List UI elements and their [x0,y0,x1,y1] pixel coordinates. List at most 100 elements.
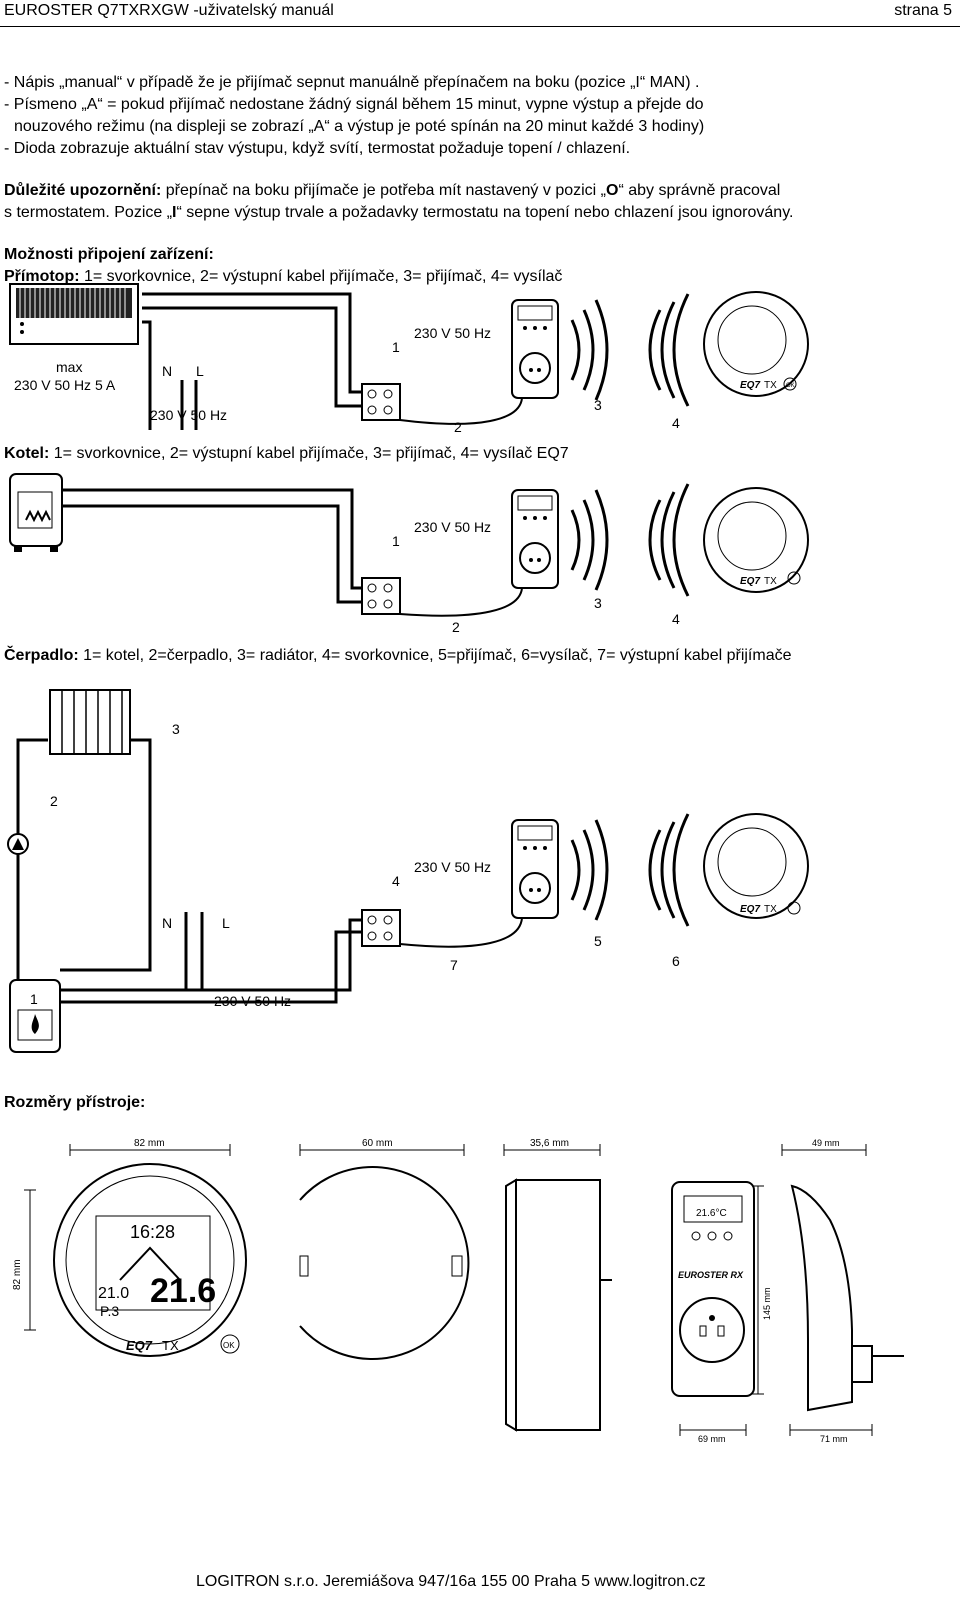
signal-waves [570,483,690,597]
heater-rating-label: 230 V 50 Hz 5 A [14,377,116,393]
boiler-icon [9,979,61,1053]
wiring [142,292,362,430]
signal-waves [570,293,690,407]
callout-2: 2 [50,793,58,809]
warning-line-1: Důležité upozornění: přepínač na boku př… [4,180,780,202]
wiring [60,912,362,1004]
callout-6: 6 [672,953,680,969]
receiver-front-icon [671,1181,764,1436]
warning-label: Důležité upozornění: [4,182,162,199]
transmitter-brand: EQ7 [740,576,760,587]
callout-3: 3 [594,397,602,413]
dim-82-width: 82 mm [134,1138,165,1149]
cerpadlo-caption: Čerpadlo: 1= kotel, 2=čerpadlo, 3= radiá… [4,645,792,667]
receiver-display: 21.6°C [696,1208,727,1219]
dim-82-height: 82 mm [12,1259,23,1290]
receiver-voltage-label: 230 V 50 Hz [414,859,491,875]
intro-line-2: - Písmeno „A“ = pokud přijímač nedostane… [4,96,704,113]
terminal-block-icon [361,383,401,421]
callout-3: 3 [172,721,180,737]
intro-line-1: - Nápis „manual“ v případě že je přijíma… [4,74,700,91]
dimensions-heading: Rozměry přístroje: [4,1094,146,1111]
diagram-kotel: 230 V 50 Hz 1 2 3 4 EQ7 TX [9,473,809,635]
receiver-voltage-label: 230 V 50 Hz [414,325,491,341]
lcd-time: 16:28 [130,1222,175,1242]
lcd-temperature: 21.6 [150,1272,216,1310]
receiver-icon [511,489,559,589]
receiver-cable [399,587,523,617]
dim-49: 49 mm [812,1138,840,1148]
transmitter-brand: EQ7 [740,904,760,915]
dim-71: 71 mm [820,1434,848,1444]
warning-line-2: s termostatem. Pozice „I“ sepne výstup t… [4,202,793,224]
thermostat-front-icon [24,1144,247,1357]
connections-heading: Možnosti připojení zařízení: [4,246,214,263]
header-rule [0,26,960,27]
primotop-label: Přímotop: [4,268,80,285]
mains-label: 230 V 50 Hz [214,993,291,1009]
position-i: I [172,204,177,221]
receiver-icon [511,819,559,919]
diagram-primotop: max 230 V 50 Hz 5 A N L 230 V 50 Hz 230 … [9,283,809,435]
wiring [62,488,362,604]
page-number: strana 5 [894,2,952,19]
l-label: L [196,363,204,379]
dimension-drawings: 82 mm 82 mm 16:28 21.6 21.0 P.3 EQ7 TX O… [12,1138,904,1444]
callout-4: 4 [392,873,400,889]
boiler-icon [9,473,63,552]
kotel-caption: Kotel: 1= svorkovnice, 2= výstupní kabel… [4,443,569,465]
kotel-text: 1= svorkovnice, 2= výstupní kabel přijím… [49,445,569,462]
thermostat-tx: TX [162,1338,179,1353]
position-o: O [606,182,619,199]
lcd-setpoint: 21.0 [98,1285,129,1302]
kotel-label: Kotel: [4,445,50,462]
callout-4: 4 [672,415,680,431]
terminal-block-icon [361,577,401,615]
transmitter-icon [703,813,809,919]
primotop-text: 1= svorkovnice, 2= výstupní kabel přijím… [79,268,563,285]
primotop-caption: Přímotop: 1= svorkovnice, 2= výstupní ka… [4,266,562,288]
radiator-icon [49,689,131,755]
cerpadlo-label: Čerpadlo: [4,647,79,664]
lcd-program: P.3 [100,1303,119,1319]
callout-3: 3 [594,595,602,611]
callout-5: 5 [594,933,602,949]
receiver-brand: EUROSTER RX [678,1270,744,1280]
dim-69: 69 mm [698,1434,726,1444]
receiver-side-2-icon [781,1144,904,1436]
callout-1: 1 [392,533,400,549]
thermostat-back-icon [299,1144,470,1360]
terminal-block-icon [361,909,401,947]
warning-text-1b: “ aby správně pracoval [618,182,781,199]
intro-line-4: - Dioda zobrazuje aktuální stav výstupu,… [4,140,631,157]
diagram-cerpadlo: 1 2 3 N L 230 V 50 Hz 230 V 50 Hz 4 5 6 … [7,689,809,1053]
dim-145: 145 mm [762,1287,772,1320]
transmitter-tx: TX [764,576,777,587]
n-label: N [162,363,172,379]
warning-text-1a: přepínač na boku přijímače je potřeba mí… [161,182,606,199]
thermostat-ok: OK [223,1341,235,1350]
transmitter-tx: TX [764,380,777,391]
callout-2: 2 [452,619,460,635]
heater-icon [9,283,139,345]
receiver-cable [399,397,523,425]
receiver-cable [399,917,523,948]
receiver-side-icon [503,1144,612,1432]
footer-address: LOGITRON s.r.o. Jeremiášova 947/16a 155 … [196,1573,706,1590]
receiver-icon [511,299,559,399]
pump-icon [7,833,29,855]
mains-label: 230 V 50 Hz [150,407,227,423]
callout-2: 2 [454,419,462,435]
thermostat-brand: EQ7 [126,1338,153,1353]
signal-waves [570,813,690,927]
receiver-voltage-label: 230 V 50 Hz [414,519,491,535]
callout-7: 7 [450,957,458,973]
dim-35-6: 35,6 mm [530,1138,569,1149]
callout-1: 1 [30,991,38,1007]
l-label: L [222,915,230,931]
pipes [16,738,152,1012]
warning-text-2a: s termostatem. Pozice „ [4,204,173,221]
dim-60: 60 mm [362,1138,393,1149]
cerpadlo-text: 1= kotel, 2=čerpadlo, 3= radiátor, 4= sv… [78,647,792,664]
intro-line-3: nouzového režimu (na displeji se zobrazí… [14,118,705,135]
